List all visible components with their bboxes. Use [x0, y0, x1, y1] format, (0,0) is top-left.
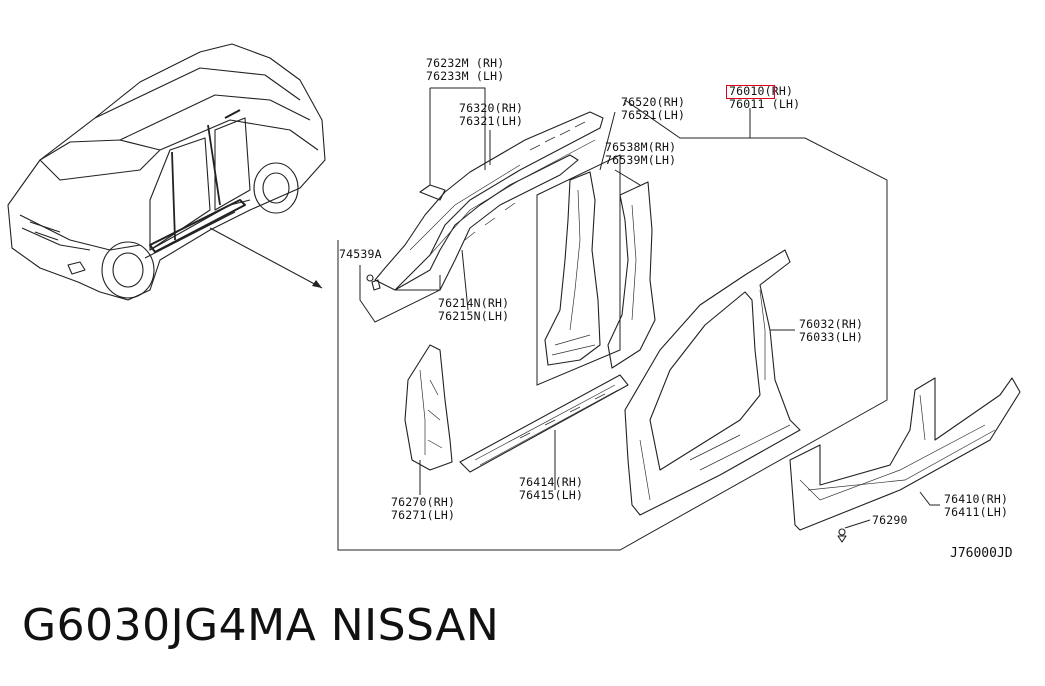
part-number-alt: 76033(LH) [799, 330, 864, 344]
sill-outer [789, 377, 1021, 543]
diagram-reference-code: J76000JD [950, 546, 1013, 561]
part-number: 76414(RH) [519, 475, 584, 489]
part-number-alt: 76411(LH) [944, 505, 1009, 519]
label-76032: 76032(RH) 76033(LH) [799, 318, 863, 344]
label-76010: 76010(RH) 76011 (LH) [729, 85, 800, 111]
part-number-row: 76010(RH) [729, 85, 800, 98]
part-number-alt: 76271(LH) [391, 508, 456, 522]
part-number: 76520(RH) [621, 95, 686, 109]
part-side: (RH) [764, 84, 794, 98]
part-number-alt: 76215N(LH) [438, 309, 510, 323]
part-number: 76032(RH) [799, 317, 864, 331]
vehicle-illustration [7, 43, 326, 301]
part-number-alt: 76321(LH) [459, 114, 524, 128]
label-76270: 76270(RH) 76271(LH) [391, 496, 455, 522]
part-number-alt: 76233M (LH) [426, 69, 505, 83]
part-number: 76538M(RH) [605, 140, 677, 154]
front-pillar-lower [404, 344, 453, 471]
label-76520: 76520(RH) 76521(LH) [621, 96, 685, 122]
label-76538: 76538M(RH) 76539M(LH) [605, 141, 676, 167]
part-number-alt: 76415(LH) [519, 488, 584, 502]
roof-rail-assembly [366, 111, 604, 291]
label-76214: 76214N(RH) 76215N(LH) [438, 297, 509, 323]
label-76320: 76320(RH) 76321(LH) [459, 102, 523, 128]
center-pillar-outer [607, 181, 656, 369]
part-number: 74539A [339, 247, 382, 261]
center-pillar-inner [544, 171, 601, 366]
highlight-box [726, 85, 775, 99]
label-76410: 76410(RH) 76411(LH) [944, 493, 1008, 519]
label-76232: 76232M (RH) 76233M (LH) [426, 57, 504, 83]
part-number: 76214N(RH) [438, 296, 510, 310]
part-caption: G6030JG4MA NISSAN [22, 600, 500, 651]
label-74539: 74539A [339, 248, 382, 261]
part-number: 76290 [872, 513, 908, 527]
part-number-alt: 76521(LH) [621, 108, 686, 122]
label-76290: 76290 [872, 514, 908, 527]
body-side-outer [624, 249, 801, 516]
part-number-alt: 76539M(LH) [605, 153, 677, 167]
part-number-alt: 76011 (LH) [729, 97, 801, 111]
label-76414: 76414(RH) 76415(LH) [519, 476, 583, 502]
part-number: 76320(RH) [459, 101, 524, 115]
highlighted-part-number: 76010 [729, 84, 765, 98]
part-number: 76270(RH) [391, 495, 456, 509]
part-number: 76410(RH) [944, 492, 1009, 506]
sill-inner [459, 374, 629, 473]
part-number: 76232M (RH) [426, 56, 505, 70]
